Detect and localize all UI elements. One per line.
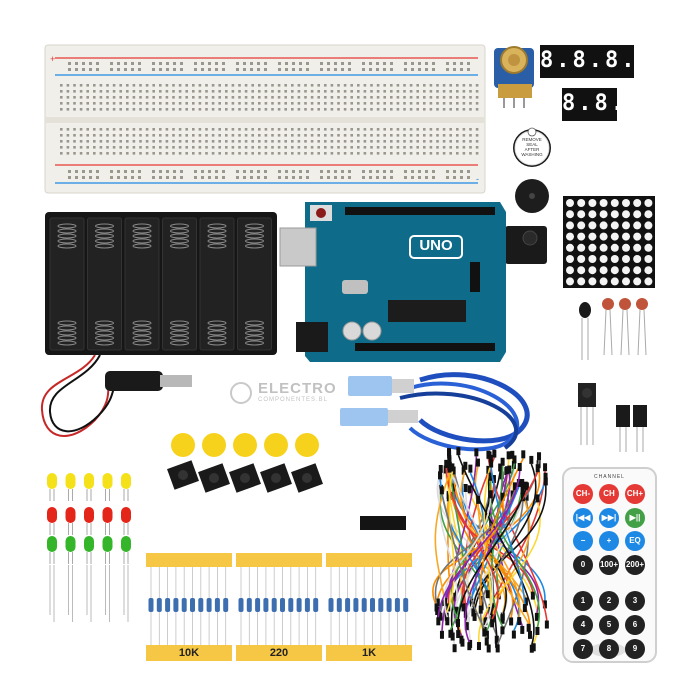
remote-button: − bbox=[573, 531, 593, 551]
remote-button: 5 bbox=[599, 615, 619, 635]
watermark-subtext: COMPONENTES.BL bbox=[258, 397, 329, 403]
resistor-strip-2 bbox=[236, 553, 322, 661]
resistor-strips bbox=[146, 553, 412, 661]
watermark-logo-icon bbox=[230, 382, 252, 404]
ir-receiver bbox=[578, 383, 596, 445]
remote-button: 1 bbox=[573, 591, 593, 611]
led bbox=[102, 536, 113, 564]
led bbox=[47, 473, 57, 501]
tactile-switch-3 bbox=[229, 463, 261, 493]
led bbox=[65, 473, 76, 501]
remote-button: 9 bbox=[625, 639, 645, 659]
led bbox=[121, 473, 131, 501]
push-buttons bbox=[167, 433, 323, 493]
remote-button: 2 bbox=[599, 591, 619, 611]
seven-segment-4digit bbox=[540, 45, 634, 78]
led bbox=[102, 473, 113, 501]
tilt-switches bbox=[616, 405, 647, 452]
led bbox=[65, 507, 76, 535]
remote-button: CH+ bbox=[625, 484, 645, 504]
remote-button: 8 bbox=[599, 639, 619, 659]
button-cap-5 bbox=[295, 433, 319, 457]
tactile-switch-2 bbox=[198, 463, 230, 493]
breadboard bbox=[44, 44, 486, 194]
seven-segment-4digit-text: 8.8.8.8. bbox=[540, 48, 670, 73]
remote-button: 200+ bbox=[625, 555, 645, 575]
led bbox=[84, 536, 94, 564]
button-cap-2 bbox=[202, 433, 226, 457]
tactile-switch-4 bbox=[260, 463, 292, 493]
tactile-switch-1 bbox=[167, 460, 199, 490]
watermark: ELECTRO COMPONENTES.BL bbox=[230, 380, 350, 410]
remote-button: + bbox=[599, 531, 619, 551]
led bbox=[47, 507, 57, 535]
battery-holder bbox=[45, 212, 277, 355]
led bbox=[84, 473, 94, 501]
button-cap-1 bbox=[171, 433, 195, 457]
resistor-label-1k: 1K bbox=[361, 647, 377, 659]
shift-register-ic bbox=[360, 516, 406, 530]
arduino-uno-label: UNO bbox=[419, 237, 453, 254]
led bbox=[121, 536, 131, 564]
remote-button: ▶|| bbox=[625, 508, 645, 528]
potentiometer bbox=[494, 46, 534, 108]
photoresistors bbox=[602, 298, 648, 356]
remote-button: CH bbox=[599, 484, 619, 504]
watermark-text: ELECTRO bbox=[258, 380, 337, 397]
buzzer-sticker-line2: SEAL bbox=[526, 142, 538, 147]
battery-cable-jack bbox=[40, 354, 192, 437]
remote-button: CH- bbox=[573, 484, 593, 504]
led bbox=[84, 507, 94, 535]
remote-button: 0 bbox=[573, 555, 593, 575]
remote-header-label: CHANNEL bbox=[594, 474, 625, 480]
seven-segment-2digit bbox=[562, 88, 617, 121]
remote-button: EQ bbox=[625, 531, 645, 551]
buzzer-sticker-line4: WASHING bbox=[521, 152, 543, 157]
led bbox=[102, 507, 113, 535]
buzzer-passive bbox=[513, 127, 551, 167]
seven-segment-2digit-text: 8.8. bbox=[562, 91, 627, 116]
remote-button: 100+ bbox=[599, 555, 619, 575]
buzzer-sticker-text: REMOVE SEAL AFTER WASHING bbox=[514, 137, 550, 157]
buzzer-sticker-line3: AFTER bbox=[524, 147, 540, 152]
button-cap-4 bbox=[264, 433, 288, 457]
breadboard-minus-sign: - bbox=[476, 174, 479, 184]
leds bbox=[47, 473, 131, 622]
remote-button: 3 bbox=[625, 591, 645, 611]
resistor-label-220: 220 bbox=[269, 647, 289, 659]
remote-button: |◀◀ bbox=[573, 508, 593, 528]
resistor-label-10k: 10K bbox=[178, 647, 200, 659]
remote-button: 7 bbox=[573, 639, 593, 659]
sensor-module bbox=[505, 226, 547, 264]
ir-led bbox=[579, 302, 591, 360]
buzzer-sticker-line1: REMOVE bbox=[522, 137, 542, 142]
tactile-switch-5 bbox=[291, 463, 323, 493]
led bbox=[47, 536, 57, 564]
led-dot-matrix bbox=[563, 196, 655, 288]
remote-button: 6 bbox=[625, 615, 645, 635]
breadboard-holes bbox=[60, 62, 479, 179]
breadboard-plus-sign: + bbox=[50, 54, 55, 64]
usb-cable bbox=[340, 372, 530, 452]
buzzer-active bbox=[515, 179, 549, 213]
led bbox=[65, 536, 76, 564]
led bbox=[121, 507, 131, 535]
arduino-uno-board bbox=[279, 202, 506, 362]
remote-button: 4 bbox=[573, 615, 593, 635]
resistor-strip-3 bbox=[326, 553, 412, 661]
jumper-wires bbox=[432, 447, 549, 653]
remote-button: ▶▶| bbox=[599, 508, 619, 528]
button-cap-3 bbox=[233, 433, 257, 457]
resistor-strip-1 bbox=[146, 553, 232, 661]
